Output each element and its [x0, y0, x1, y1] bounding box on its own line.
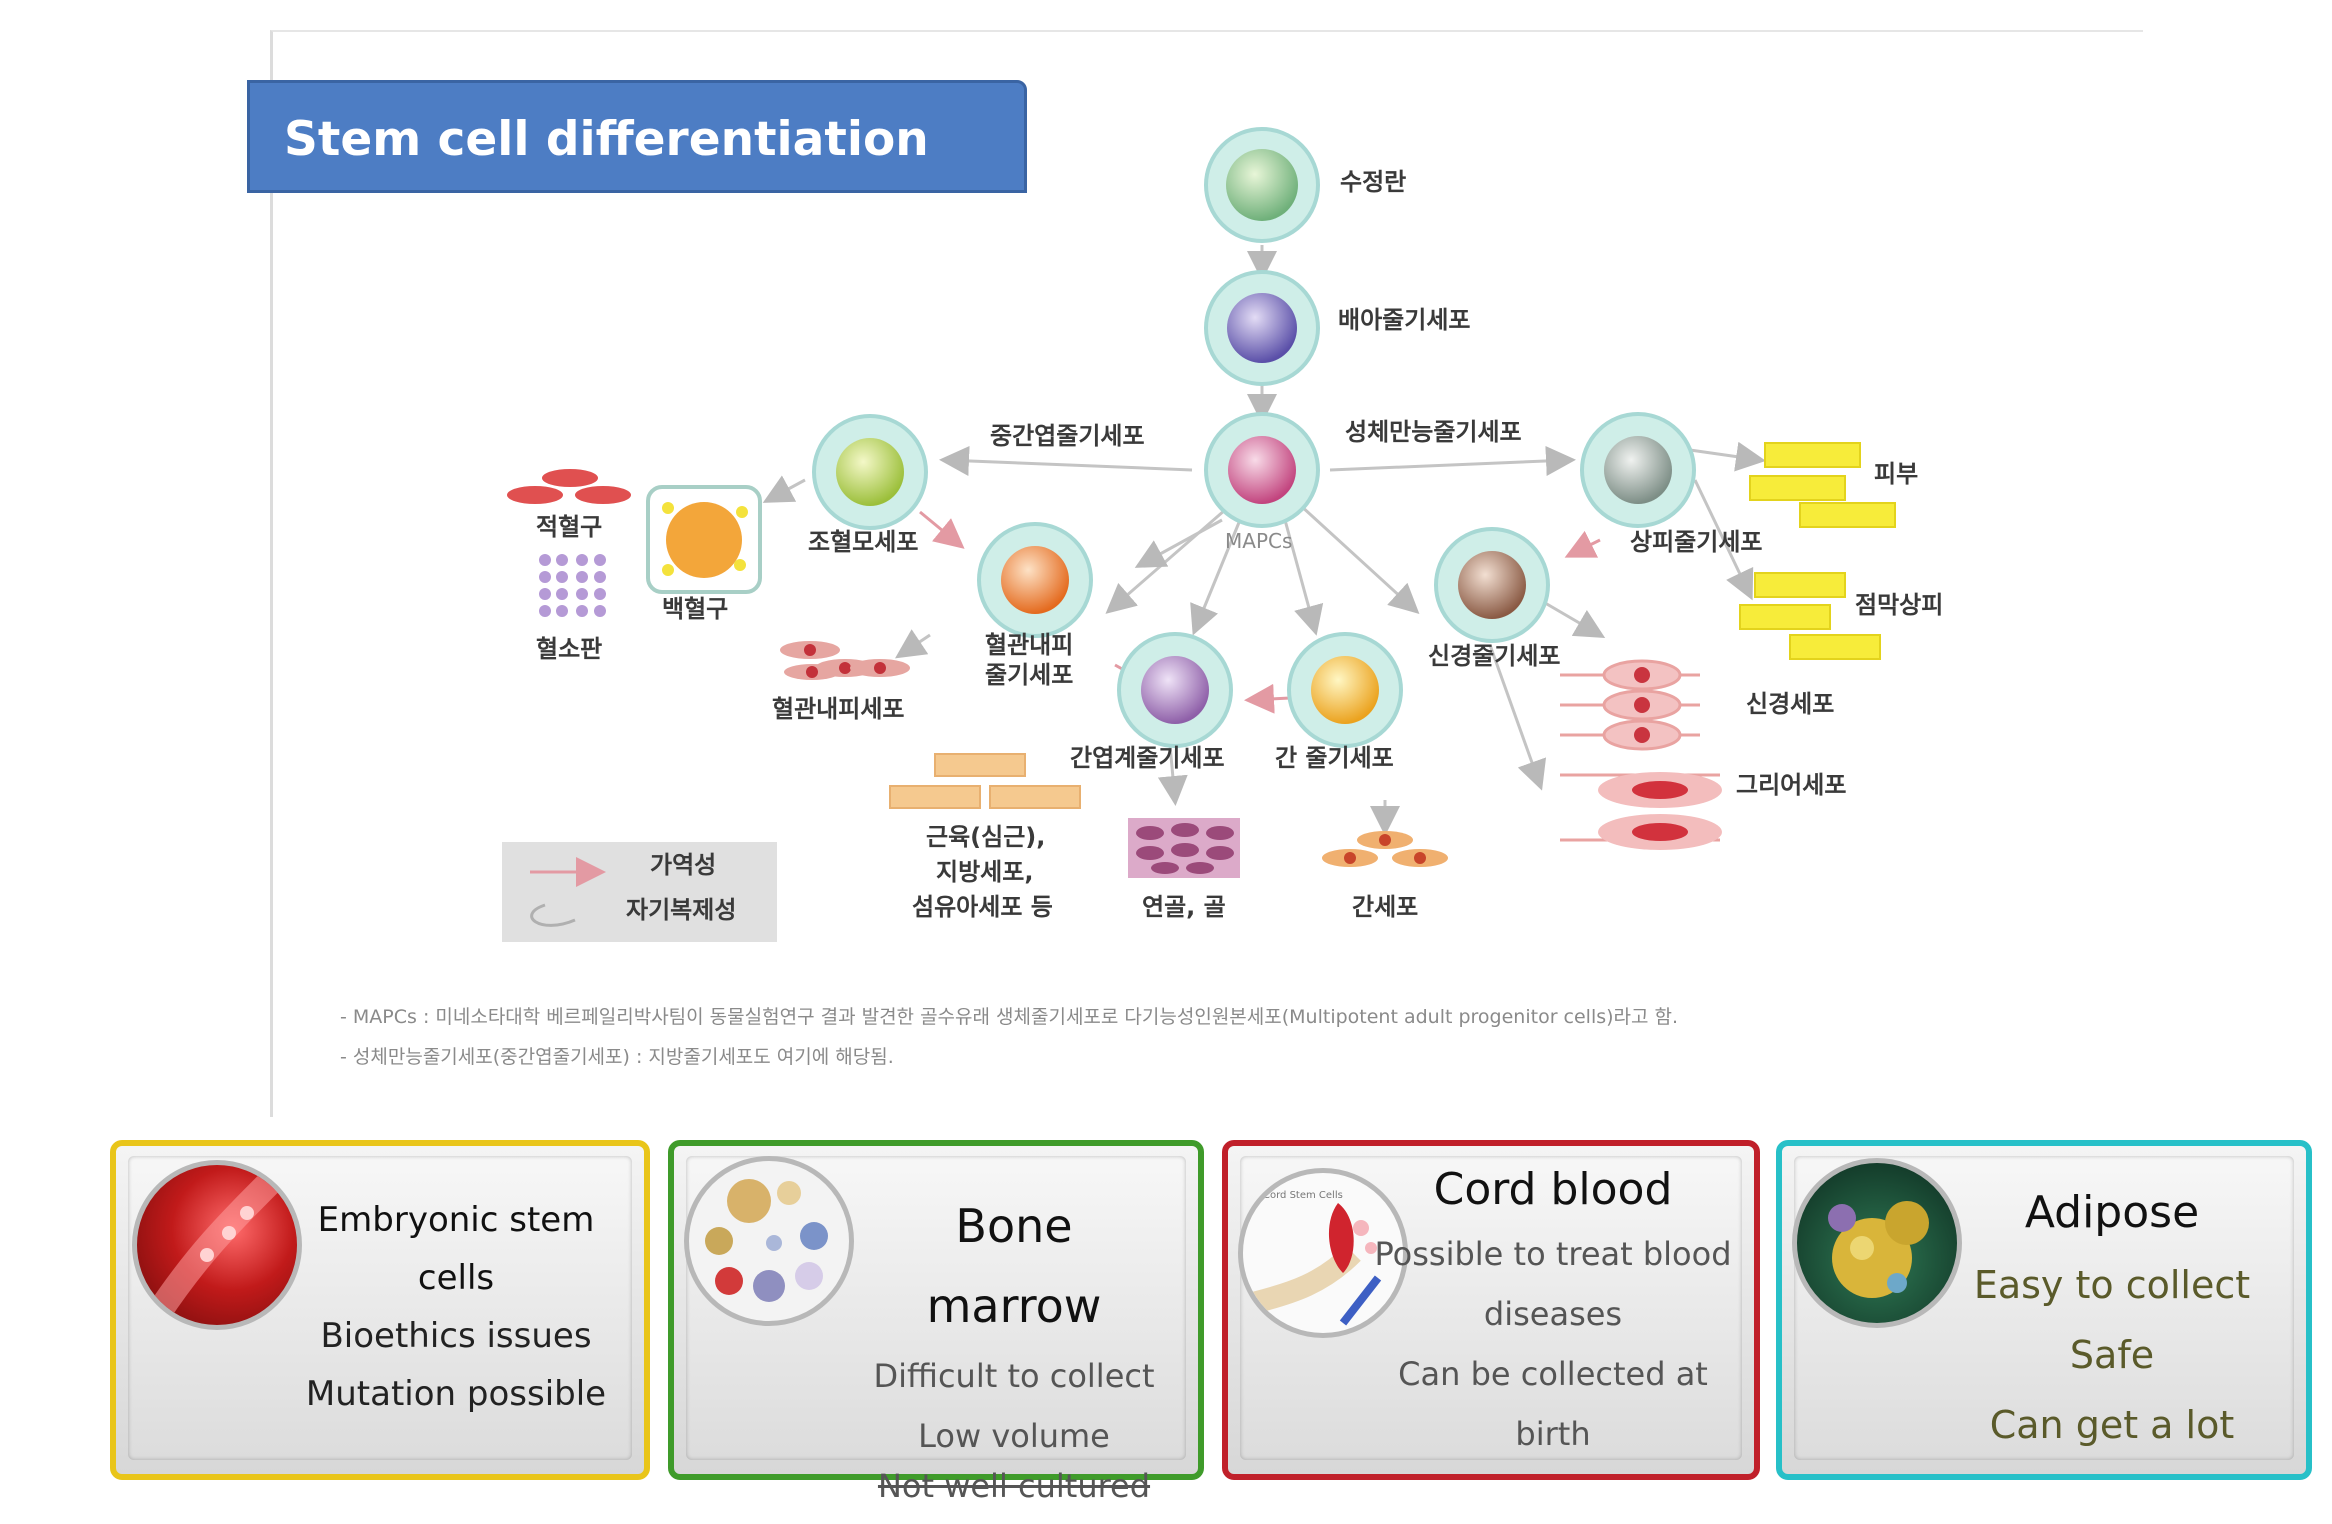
label-embryonic-stem: 배아줄기세포: [1338, 306, 1470, 334]
embryonic-stem-cells-image: [132, 1160, 302, 1330]
card-adipose: Adipose Easy to collect Safe Can get a l…: [1776, 1140, 2312, 1480]
card-line-2: Safe: [2069, 1333, 2155, 1377]
slide-title: Stem cell differentiation process: [247, 80, 1027, 280]
card-title: Cord blood: [1433, 1164, 1673, 1215]
cell-mapcs: [1204, 412, 1320, 528]
label-mucosal: 점막상피: [1855, 591, 1943, 619]
cell-embryonic-stem: [1204, 270, 1320, 386]
card-embryonic-stem-cells: Embryonic stem cells Bioethics issues Mu…: [110, 1140, 650, 1480]
label-cartilage: 연골, 골: [1142, 893, 1226, 921]
card-line-1: Bioethics issues: [320, 1316, 592, 1356]
cell-neural-stem: [1434, 527, 1550, 643]
card-title-line-1: Embryonic stem: [317, 1200, 595, 1240]
card-line-4: birth: [1515, 1415, 1591, 1453]
label-muscle-2: 지방세포,: [936, 858, 1033, 886]
cord-blood-image: Cord Stem Cells: [1238, 1168, 1408, 1338]
label-mesoderm-stem: 간엽계줄기세포: [1070, 744, 1225, 772]
neuron-icon: [1560, 659, 1700, 751]
differentiation-diagram: 수정란 배아줄기세포 중간엽줄기세포 성체만능줄기세포 MAPCs 조혈모세포 …: [340, 127, 1943, 1068]
legend: [502, 842, 777, 942]
white-blood-cell-icon: [646, 485, 762, 594]
label-endothelial-stem-2: 줄기세포: [985, 661, 1073, 689]
adipose-image: [1792, 1158, 1962, 1328]
mucosal-cells-icon: [1739, 572, 1881, 660]
label-muscle-3: 섬유아세포 등: [912, 893, 1053, 921]
label-skin: 피부: [1874, 460, 1918, 488]
legend-self-renewal: 자기복제성: [626, 896, 736, 924]
cell-fertilized-egg: [1204, 127, 1320, 243]
card-line-2: diseases: [1483, 1295, 1623, 1333]
cell-mesoderm-stem: [1117, 632, 1233, 748]
cell-epithelial-stem: [1580, 412, 1696, 528]
label-mesenchymal: 중간엽줄기세포: [990, 422, 1145, 450]
bone-marrow-cells-icon: [705, 1179, 828, 1302]
label-endothelial-stem-1: 혈관내피: [985, 631, 1073, 659]
card-line-2: Low volume: [918, 1417, 1110, 1455]
card-bone-marrow: Bone marrow Difficult to collect Low vol…: [668, 1140, 1204, 1505]
card-line-3: Not well cultured: [877, 1467, 1151, 1505]
card-text: Embryonic stem cells Bioethics issues Mu…: [286, 1191, 626, 1423]
muscle-cells-icon: [889, 753, 1081, 809]
label-platelet: 혈소판: [536, 635, 602, 663]
legend-reversible: 가역성: [650, 851, 716, 879]
label-hematopoietic: 조혈모세포: [808, 528, 918, 556]
card-title-line-1: Bone: [955, 1199, 1073, 1253]
label-endothelial-cell: 혈관내피세포: [772, 695, 904, 723]
card-title-line-2: marrow: [926, 1279, 1102, 1333]
thumb-caption: Cord Stem Cells: [1263, 1190, 1343, 1201]
card-text: Adipose Easy to collect Safe Can get a l…: [1922, 1176, 2302, 1460]
cartilage-bone-icon: [1128, 818, 1240, 878]
card-line-3: Can get a lot: [1989, 1403, 2235, 1447]
label-muscle-1: 근육(심근),: [926, 823, 1045, 851]
blood-vessel-icon: [146, 1165, 287, 1323]
arrows: [762, 245, 1766, 836]
liver-cells-icon: [1322, 831, 1448, 867]
cell-hematopoietic: [812, 414, 928, 530]
label-adult-pluripotent: 성체만능줄기세포: [1345, 418, 1522, 446]
card-line-1: Possible to treat blood: [1374, 1235, 1732, 1273]
footnote-adult-pluripotent: - 성체만능줄기세포(중간엽줄기세포) : 지방줄기세포도 여기에 해당됨.: [340, 1046, 894, 1068]
card-text: Bone marrow Difficult to collect Low vol…: [839, 1186, 1189, 1506]
card-line-1: Easy to collect: [1973, 1263, 2251, 1307]
adipose-cells-icon: [1828, 1201, 1929, 1298]
label-neuron: 신경세포: [1746, 690, 1834, 718]
cell-endothelial-stem: [977, 522, 1093, 638]
red-blood-cells-icon: [507, 469, 631, 504]
card-line-1: Difficult to collect: [873, 1357, 1155, 1395]
label-white-blood: 백혈구: [662, 595, 728, 623]
umbilical-cord-icon: Cord Stem Cells: [1250, 1190, 1382, 1326]
skin-cells-icon: [1749, 442, 1896, 528]
label-liver-cell: 간세포: [1352, 893, 1418, 921]
card-title-line-2: cells: [417, 1258, 495, 1298]
footnote-mapcs: - MAPCs : 미네소타대학 베르페일리박사팀이 동물실험연구 결과 발견한…: [340, 1006, 1678, 1028]
glial-cell-icon: [1560, 772, 1722, 850]
platelets-icon: [539, 554, 606, 617]
label-neural-stem: 신경줄기세포: [1428, 642, 1560, 670]
label-epithelial-stem: 상피줄기세포: [1630, 528, 1762, 556]
label-fertilized-egg: 수정란: [1340, 168, 1406, 196]
card-title: Adipose: [2024, 1187, 2200, 1238]
cell-liver-stem: [1287, 632, 1403, 748]
label-glial: 그리어세포: [1736, 771, 1846, 799]
bone-marrow-image: [684, 1156, 854, 1326]
label-mapcs: MAPCs: [1225, 529, 1292, 553]
card-line-2: Mutation possible: [305, 1374, 607, 1414]
card-cord-blood: Cord Stem Cells Cord blood Possible to t…: [1222, 1140, 1760, 1480]
label-red-blood: 적혈구: [536, 513, 602, 541]
label-liver-stem: 간 줄기세포: [1275, 744, 1394, 772]
endothelial-cells-icon: [780, 641, 910, 680]
card-line-3: Can be collected at: [1398, 1355, 1708, 1393]
card-text: Cord blood Possible to treat blood disea…: [1358, 1156, 1748, 1464]
